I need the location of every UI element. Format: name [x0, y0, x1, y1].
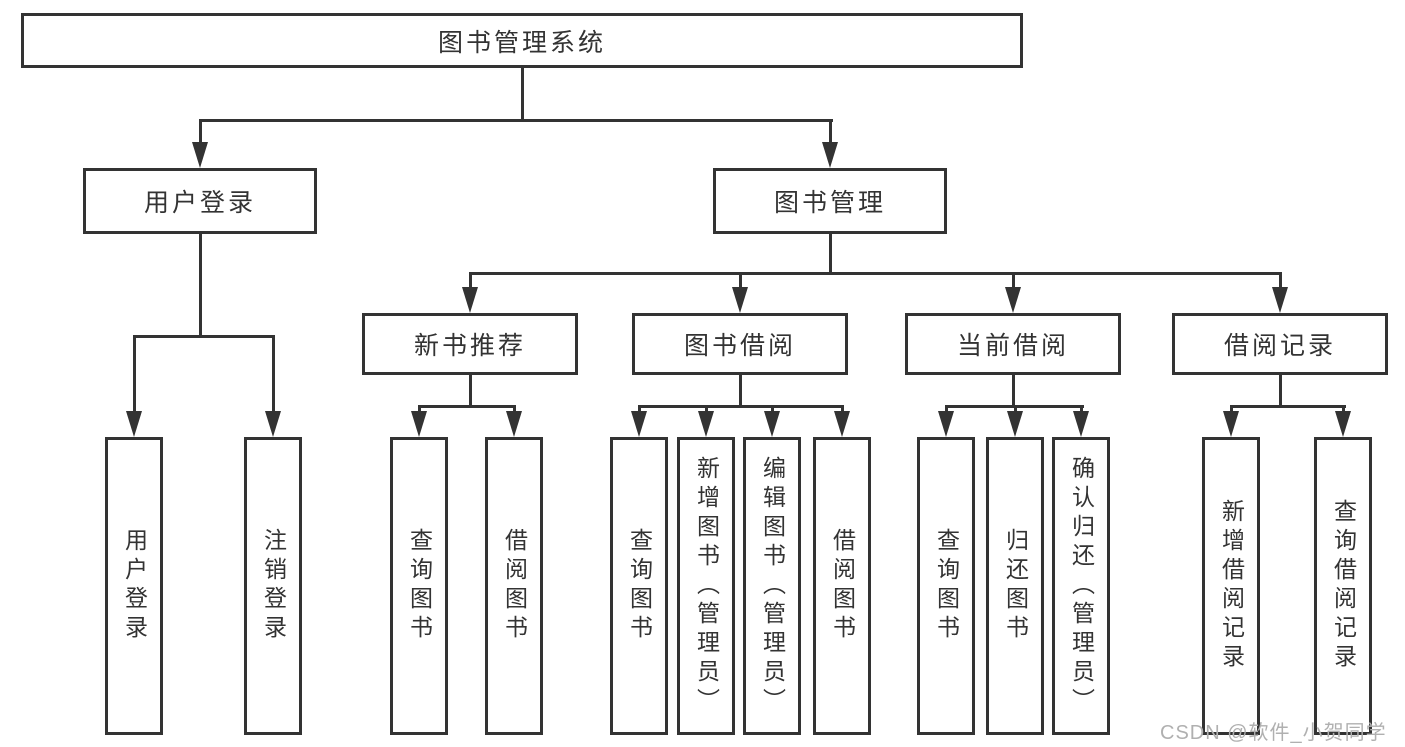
arrow-down-icon — [1335, 411, 1351, 437]
arrow-down-icon — [192, 142, 208, 168]
arrow-down-icon — [506, 411, 522, 437]
arrow-down-icon — [1007, 411, 1023, 437]
leaf-logout: 注销登录 — [244, 437, 302, 735]
arrow-down-icon — [126, 411, 142, 437]
connector-line — [469, 272, 472, 290]
connector-line — [829, 119, 832, 147]
leaf-add-borrowing-record: 新增借阅记录 — [1202, 437, 1260, 735]
arrow-down-icon — [698, 411, 714, 437]
node-user-login: 用户登录 — [83, 168, 317, 234]
connector-line — [133, 335, 136, 417]
connector-line — [1279, 373, 1282, 407]
leaf-user-login: 用户登录 — [105, 437, 163, 735]
arrow-down-icon — [1223, 411, 1239, 437]
arrow-down-icon — [462, 287, 478, 313]
connector-line — [1012, 373, 1015, 407]
arrow-down-icon — [822, 142, 838, 168]
node-book-management: 图书管理 — [713, 168, 947, 234]
connector-line — [199, 119, 202, 147]
arrow-down-icon — [265, 411, 281, 437]
arrow-down-icon — [411, 411, 427, 437]
connector-line — [272, 335, 275, 417]
arrow-down-icon — [732, 287, 748, 313]
leaf-add-books-admin: 新增图书（管理员） — [677, 437, 735, 735]
connector-line — [739, 373, 742, 407]
leaf-query-books-borrowing: 查询图书 — [610, 437, 668, 735]
watermark: CSDN @软件_小贺同学 — [1160, 722, 1387, 744]
leaf-edit-books-admin: 编辑图书（管理员） — [743, 437, 801, 735]
leaf-query-books-current: 查询图书 — [917, 437, 975, 735]
arrow-down-icon — [764, 411, 780, 437]
connector-line — [1012, 272, 1015, 290]
node-library-management-system: 图书管理系统 — [21, 13, 1023, 68]
node-book-borrowing: 图书借阅 — [632, 313, 848, 375]
leaf-confirm-return-admin: 确认归还（管理员） — [1052, 437, 1110, 735]
leaf-borrow-books-borrowing: 借阅图书 — [813, 437, 871, 735]
connector-line — [133, 335, 275, 338]
leaf-query-books-recommendation: 查询图书 — [390, 437, 448, 735]
node-new-book-recommendation: 新书推荐 — [362, 313, 578, 375]
connector-line — [469, 373, 472, 407]
leaf-return-books: 归还图书 — [986, 437, 1044, 735]
connector-line — [1279, 272, 1282, 290]
connector-line — [418, 405, 516, 408]
arrow-down-icon — [1005, 287, 1021, 313]
connector-line — [829, 232, 832, 274]
connector-line — [469, 272, 1282, 275]
leaf-borrow-books-recommendation: 借阅图书 — [485, 437, 543, 735]
connector-line — [1230, 405, 1346, 408]
node-borrowing-records: 借阅记录 — [1172, 313, 1388, 375]
arrow-down-icon — [938, 411, 954, 437]
arrow-down-icon — [1272, 287, 1288, 313]
connector-line — [638, 405, 844, 408]
connector-line — [199, 232, 202, 337]
connector-line — [199, 119, 833, 122]
connector-line — [521, 66, 524, 122]
connector-line — [739, 272, 742, 290]
leaf-query-borrowing-record: 查询借阅记录 — [1314, 437, 1372, 735]
node-current-borrowing: 当前借阅 — [905, 313, 1121, 375]
arrow-down-icon — [631, 411, 647, 437]
arrow-down-icon — [1073, 411, 1089, 437]
arrow-down-icon — [834, 411, 850, 437]
